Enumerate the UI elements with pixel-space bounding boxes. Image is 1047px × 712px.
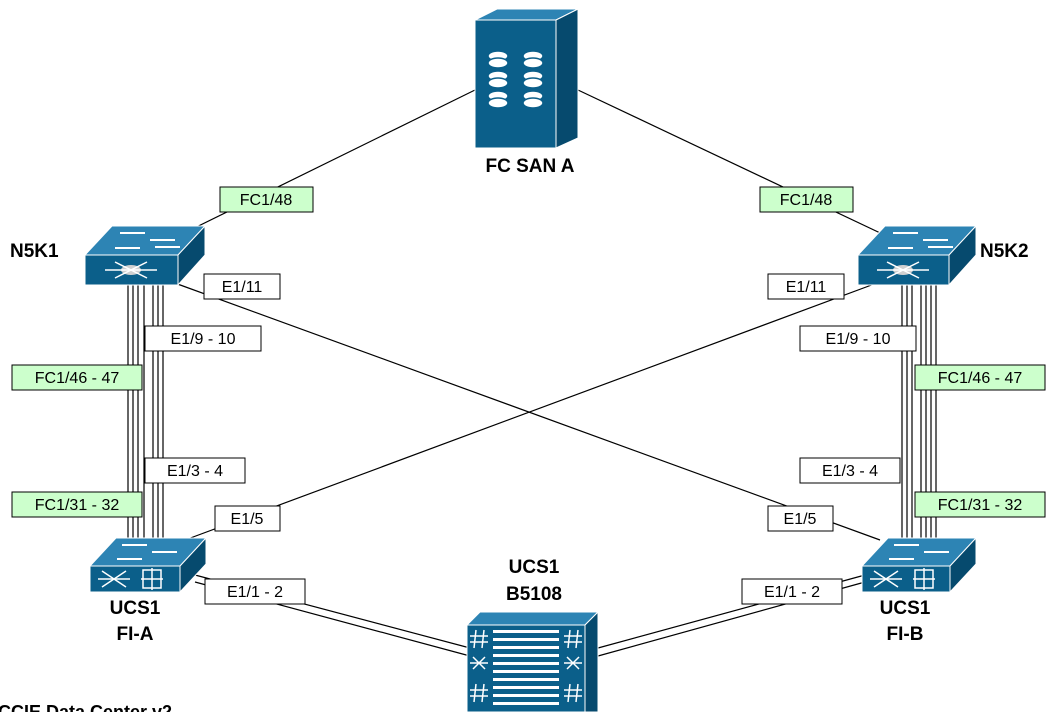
svg-text:FC1/46 - 47: FC1/46 - 47 — [938, 370, 1023, 387]
chassis-label-line2: B5108 — [506, 584, 562, 605]
port-label-left-fc4647: FC1/46 - 47 — [11, 364, 143, 391]
svg-text:E1/5: E1/5 — [784, 511, 817, 528]
port-label-n5k1-e111: E1/11 — [203, 273, 281, 300]
fabric-interconnect-icon — [860, 536, 978, 594]
fabric-interconnect-icon — [88, 536, 208, 594]
fc-san-storage[interactable]: FC SAN A — [474, 8, 579, 177]
fc-san-label: FC SAN A — [485, 156, 574, 177]
svg-text:E1/11: E1/11 — [786, 279, 827, 296]
n5k1-label: N5K1 — [10, 241, 59, 262]
svg-text:FC1/31 - 32: FC1/31 - 32 — [938, 497, 1023, 514]
link-san-n5k2 — [577, 89, 896, 241]
port-label-fia-e134: E1/3 - 4 — [144, 457, 246, 484]
link-san-n5k1 — [169, 89, 476, 241]
n5k2-label: N5K2 — [980, 241, 1029, 262]
svg-text:E1/9 - 10: E1/9 - 10 — [171, 331, 236, 348]
storage-array-icon — [474, 8, 579, 149]
fi-b-label-line2: FI-B — [887, 624, 924, 645]
link-n5k1-fib — [171, 281, 881, 541]
svg-text:FC1/48: FC1/48 — [780, 192, 833, 209]
port-label-n5k2-e111: E1/11 — [767, 273, 845, 300]
ucs-chassis[interactable]: UCS1 B5108 — [465, 557, 600, 712]
port-label-n5k1-fc48: FC1/48 — [219, 186, 314, 213]
port-label-n5k2-e1910: E1/9 - 10 — [799, 325, 917, 352]
n5k2-switch[interactable]: N5K2 — [856, 224, 1029, 287]
svg-text:FC1/48: FC1/48 — [240, 192, 293, 209]
port-label-right-fc4647: FC1/46 - 47 — [914, 364, 1046, 391]
fi-b-label-line1: UCS1 — [880, 598, 931, 619]
port-label-left-fc3132: FC1/31 - 32 — [11, 491, 143, 518]
svg-text:FC1/46 - 47: FC1/46 - 47 — [35, 370, 120, 387]
footer-title: CCIE Data Center v2 — [0, 702, 172, 712]
svg-text:E1/5: E1/5 — [231, 511, 264, 528]
fi-b-switch[interactable]: UCS1 FI-B — [860, 536, 978, 645]
port-label-fia-e15: E1/5 — [214, 505, 281, 532]
nexus-switch-icon — [856, 224, 978, 287]
svg-text:FC1/31 - 32: FC1/31 - 32 — [35, 497, 120, 514]
port-label-right-fc3132: FC1/31 - 32 — [914, 491, 1046, 518]
port-label-fib-e15: E1/5 — [767, 505, 834, 532]
port-label-fia-e112: E1/1 - 2 — [204, 578, 306, 605]
svg-text:E1/3 - 4: E1/3 - 4 — [167, 463, 223, 480]
svg-text:E1/1 - 2: E1/1 - 2 — [227, 584, 283, 601]
n5k1-switch[interactable]: N5K1 — [10, 224, 207, 287]
blade-chassis-icon — [465, 610, 600, 712]
svg-text:E1/9 - 10: E1/9 - 10 — [826, 331, 891, 348]
fi-a-switch[interactable]: UCS1 FI-A — [88, 536, 208, 645]
svg-text:E1/11: E1/11 — [222, 279, 263, 296]
fi-a-label-line1: UCS1 — [110, 598, 161, 619]
port-label-fib-e112: E1/1 - 2 — [741, 578, 843, 605]
svg-text:E1/1 - 2: E1/1 - 2 — [764, 584, 820, 601]
link-n5k2-fia — [184, 279, 886, 541]
svg-text:E1/3 - 4: E1/3 - 4 — [822, 463, 878, 480]
port-label-fib-e134: E1/3 - 4 — [799, 457, 901, 484]
chassis-label-line1: UCS1 — [509, 557, 560, 578]
port-labels: FC1/48 FC1/48 E1/11 E1/11 E1/9 - 10 E1/9… — [11, 186, 1046, 605]
fi-a-label-line2: FI-A — [117, 624, 154, 645]
port-label-n5k2-fc48: FC1/48 — [759, 186, 854, 213]
port-label-n5k1-e1910: E1/9 - 10 — [144, 325, 262, 352]
nexus-switch-icon — [83, 224, 207, 287]
